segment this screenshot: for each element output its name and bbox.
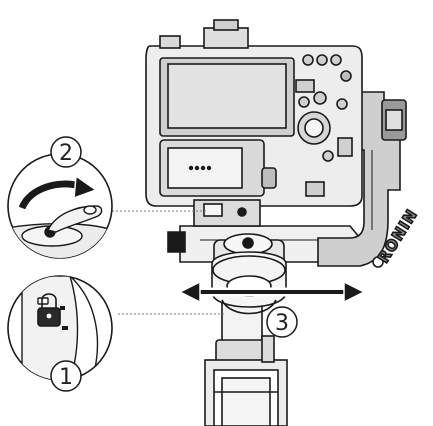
- inset-tilt-lock: [7, 153, 113, 259]
- callout-1-label: 1: [59, 365, 73, 390]
- roll-motor: [211, 233, 287, 315]
- leader-lines: [108, 210, 224, 315]
- callout-3-label: 3: [275, 311, 289, 336]
- callout-3: 3: [266, 306, 298, 338]
- camera-body: [145, 19, 363, 207]
- double-arrow-icon: [178, 280, 366, 304]
- quick-release-plate: [193, 199, 261, 227]
- gimbal-handle: [204, 299, 288, 426]
- callout-2-label: 2: [59, 141, 73, 166]
- callout-2: 2: [50, 136, 82, 168]
- callout-1: 1: [50, 360, 82, 392]
- lock-icon: [37, 293, 61, 327]
- curved-arrow-icon: [16, 174, 98, 211]
- inset-pan-lock: [7, 275, 113, 381]
